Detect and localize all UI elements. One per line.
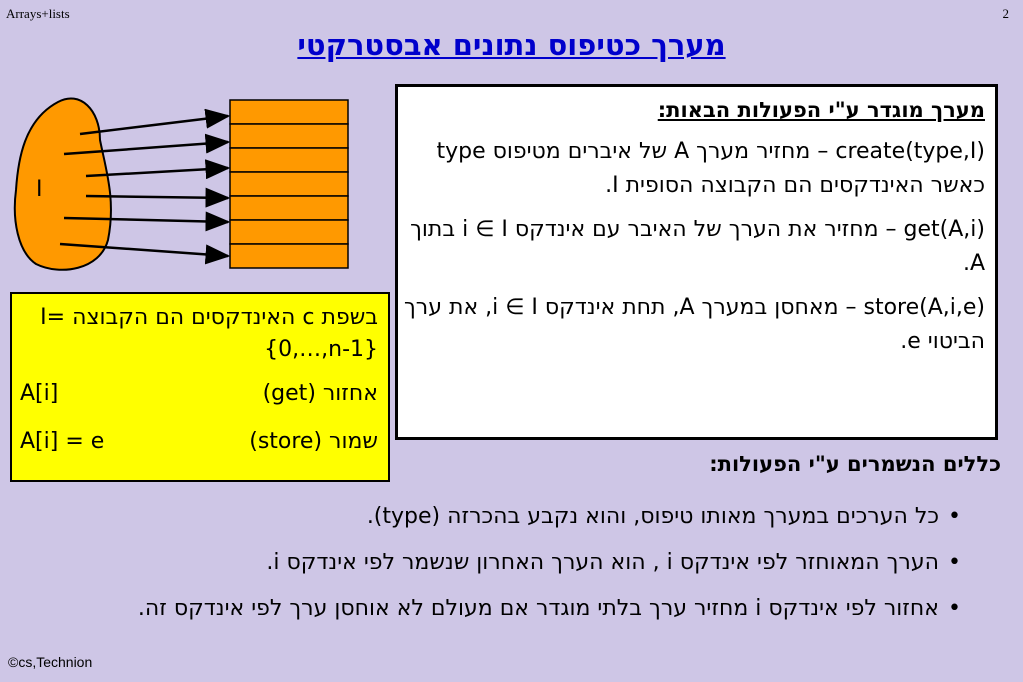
c-store-expr: A[i] = e [20, 429, 105, 454]
header-left: Arrays+lists [6, 6, 70, 21]
definition-create: create(type,I) – מחזיר מערך A של איברים … [436, 139, 985, 198]
definition-heading: מערך מוגדר ע"י הפעולות הבאות: [657, 98, 985, 122]
c-get-label: אחזור (get) [262, 381, 378, 406]
rule-text: אחזור לפי אינדקס i מחזיר ערך בלתי מוגדר … [137, 596, 939, 621]
array-cells [229, 99, 349, 269]
footer-copyright: ©cs,Technion [8, 654, 93, 670]
array-cell [229, 147, 349, 173]
set-label: I [36, 177, 43, 202]
mapping-arrows [59, 108, 231, 265]
rule-text: הערך המאוחזר לפי אינדקס i , הוא הערך האח… [266, 550, 939, 575]
definition-get: get(A,i) – מחזיר את הערך של האיבר עם אינ… [410, 217, 985, 276]
bullet-icon: • [948, 550, 961, 575]
page-number: 2 [1002, 6, 1010, 21]
c-store-row: שמור (store) A[i] = e [20, 426, 378, 458]
mapping-arrow [59, 242, 231, 265]
rule-item: • אחזור לפי אינדקס i מחזיר ערך בלתי מוגד… [41, 592, 961, 626]
mapping-arrow [63, 133, 231, 156]
bullet-icon: • [948, 504, 961, 529]
definition-store: store(A,i,e) – מאחסן במערך A, תחת אינדקס… [403, 295, 985, 354]
definition-box: מערך מוגדר ע"י הפעולות הבאות: create(typ… [395, 84, 998, 440]
c-store-label: שמור (store) [249, 429, 378, 454]
mapping-arrow [85, 187, 231, 208]
rule-text: כל הערכים במערך מאותו טיפוס, והוא נקבע ב… [366, 504, 939, 529]
array-mapping-diagram: I [13, 97, 349, 271]
array-cell [229, 243, 349, 269]
array-cell [229, 99, 349, 125]
c-get-row: אחזור (get) A[i] [20, 378, 378, 410]
index-set-blob [13, 97, 112, 271]
rules-list: • כל הערכים במערך מאותו טיפוס, והוא נקבע… [41, 500, 961, 638]
slide-title: מערך כטיפוס נתונים אבסטרקטי [297, 28, 726, 62]
rule-item: • הערך המאוחזר לפי אינדקס i , הוא הערך ה… [41, 546, 961, 580]
array-cell [229, 123, 349, 149]
array-cell [229, 171, 349, 197]
array-cell [229, 219, 349, 245]
mapping-arrow [85, 159, 231, 180]
rules-heading: כללים הנשמרים ע"י הפעולות: [709, 452, 1001, 476]
array-cell [229, 195, 349, 221]
rule-item: • כל הערכים במערך מאותו טיפוס, והוא נקבע… [41, 500, 961, 534]
c-language-box: בשפת c האינדקסים הם הקבוצה I={0,…,n-1} א… [10, 292, 390, 482]
mapping-arrow [63, 211, 231, 232]
bullet-icon: • [948, 596, 961, 621]
mapping-arrow [79, 108, 231, 136]
c-get-expr: A[i] [20, 381, 59, 406]
c-index-set-text: בשפת c האינדקסים הם הקבוצה I={0,…,n-1} [40, 305, 378, 362]
